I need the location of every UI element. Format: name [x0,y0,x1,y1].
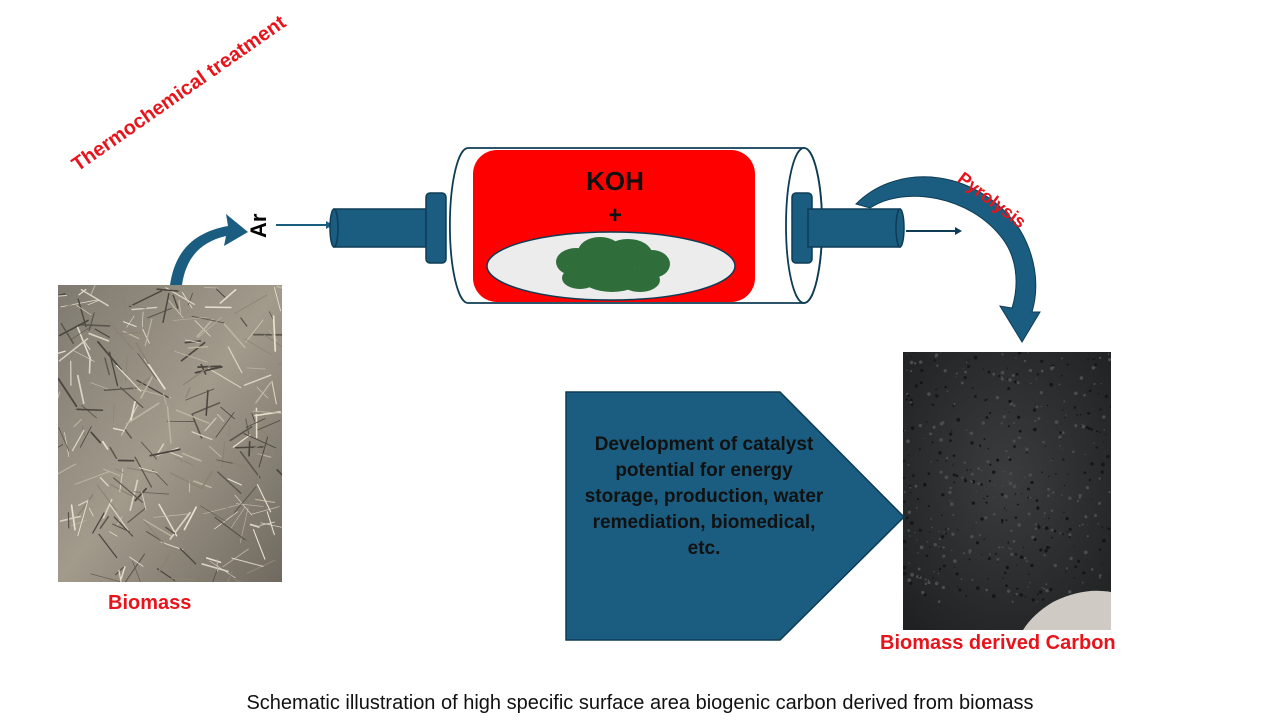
application-arrow-box [565,391,906,641]
biomass-sample [556,237,670,292]
curved-arrow-pyrolysis [855,176,1041,343]
inlet-flange [425,192,447,264]
outlet-pipe [807,208,901,248]
koh-label: KOH [586,166,644,196]
curved-arrow-biomass [170,214,248,285]
figure-caption: Schematic illustration of high specific … [246,692,1034,714]
biomass-derived-carbon-label: Biomass derived Carbon [880,632,1116,654]
application-description: Development of catalyst potential for en… [584,434,824,559]
carbon-powder-image [903,352,1111,630]
plus-label: + [607,202,622,229]
biomass-image [58,285,282,582]
inlet-pipe [333,208,427,248]
biomass-label: Biomass [108,592,192,614]
argon-label: Ar [246,213,271,238]
